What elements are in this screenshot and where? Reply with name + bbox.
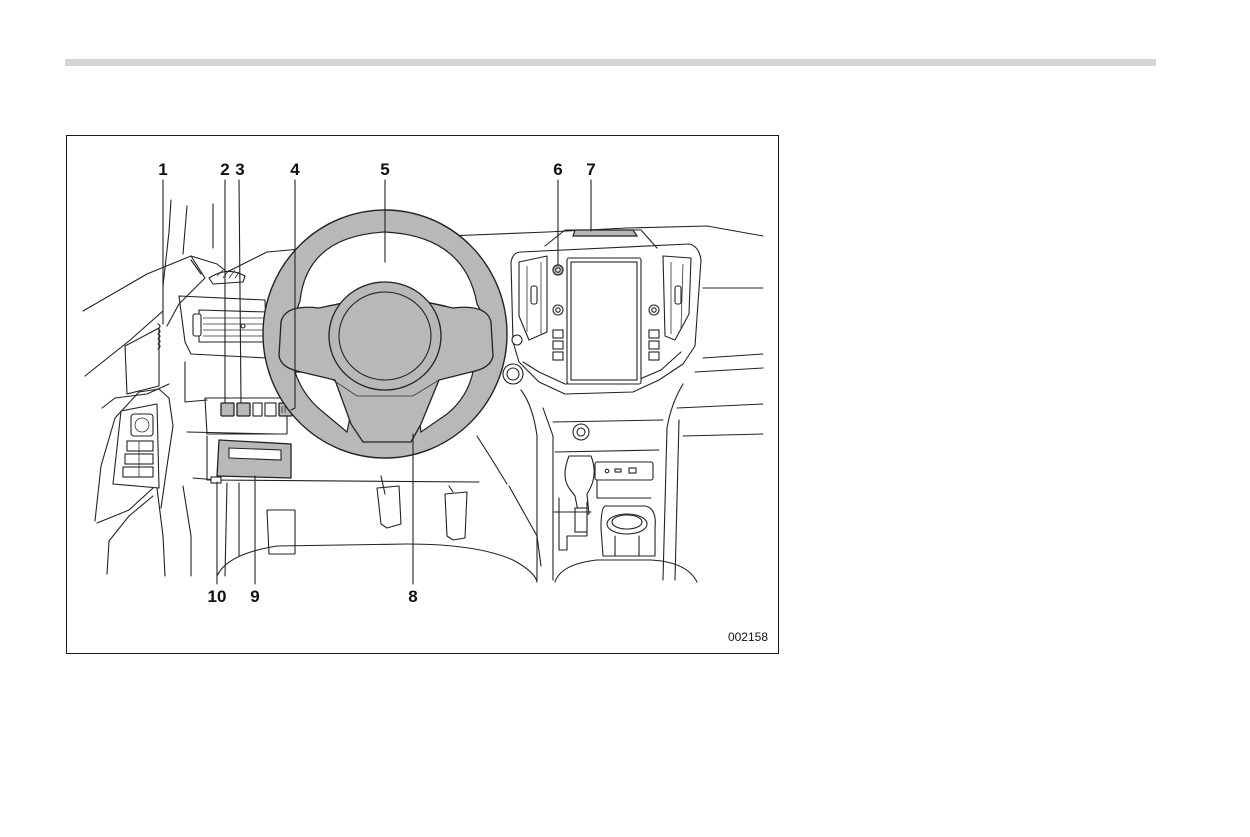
figure-id: 002158 — [727, 630, 768, 644]
blank-switch — [264, 402, 277, 417]
switch-3 — [236, 402, 251, 417]
dashboard-illustration: 1 2 3 4 5 6 7 8 9 10 002158 — [66, 135, 779, 654]
callout-4: 4 — [290, 160, 300, 179]
header-rule — [65, 59, 1156, 66]
window-switch — [126, 440, 154, 452]
steering-wheel — [262, 209, 508, 459]
leader-lines — [162, 179, 592, 585]
callout-3: 3 — [235, 160, 244, 179]
callout-9: 9 — [250, 587, 259, 606]
usb-tray — [594, 461, 654, 481]
blank-switch — [252, 402, 263, 417]
center-stack — [502, 229, 764, 581]
callout-8: 8 — [408, 587, 417, 606]
door-panel — [82, 199, 214, 577]
mirror-switch — [130, 413, 154, 437]
callout-7: 7 — [586, 160, 595, 179]
screen-glass — [570, 261, 638, 381]
switch-bank — [220, 402, 293, 417]
seats — [216, 543, 698, 583]
callout-6: 6 — [553, 160, 562, 179]
lower-panel-9 — [216, 439, 292, 479]
callout-5: 5 — [380, 160, 389, 179]
window-switch — [122, 466, 154, 478]
callout-2: 2 — [220, 160, 229, 179]
instrument-panel-light-control — [157, 323, 161, 350]
callout-1: 1 — [158, 160, 167, 179]
pedals — [266, 475, 468, 555]
switch-2 — [220, 402, 235, 417]
hood-release-lever — [210, 476, 222, 484]
dashboard-drawing: 1 2 3 4 5 6 7 8 9 10 — [82, 160, 764, 606]
vent-knob — [192, 313, 202, 337]
callout-10: 10 — [208, 587, 227, 606]
